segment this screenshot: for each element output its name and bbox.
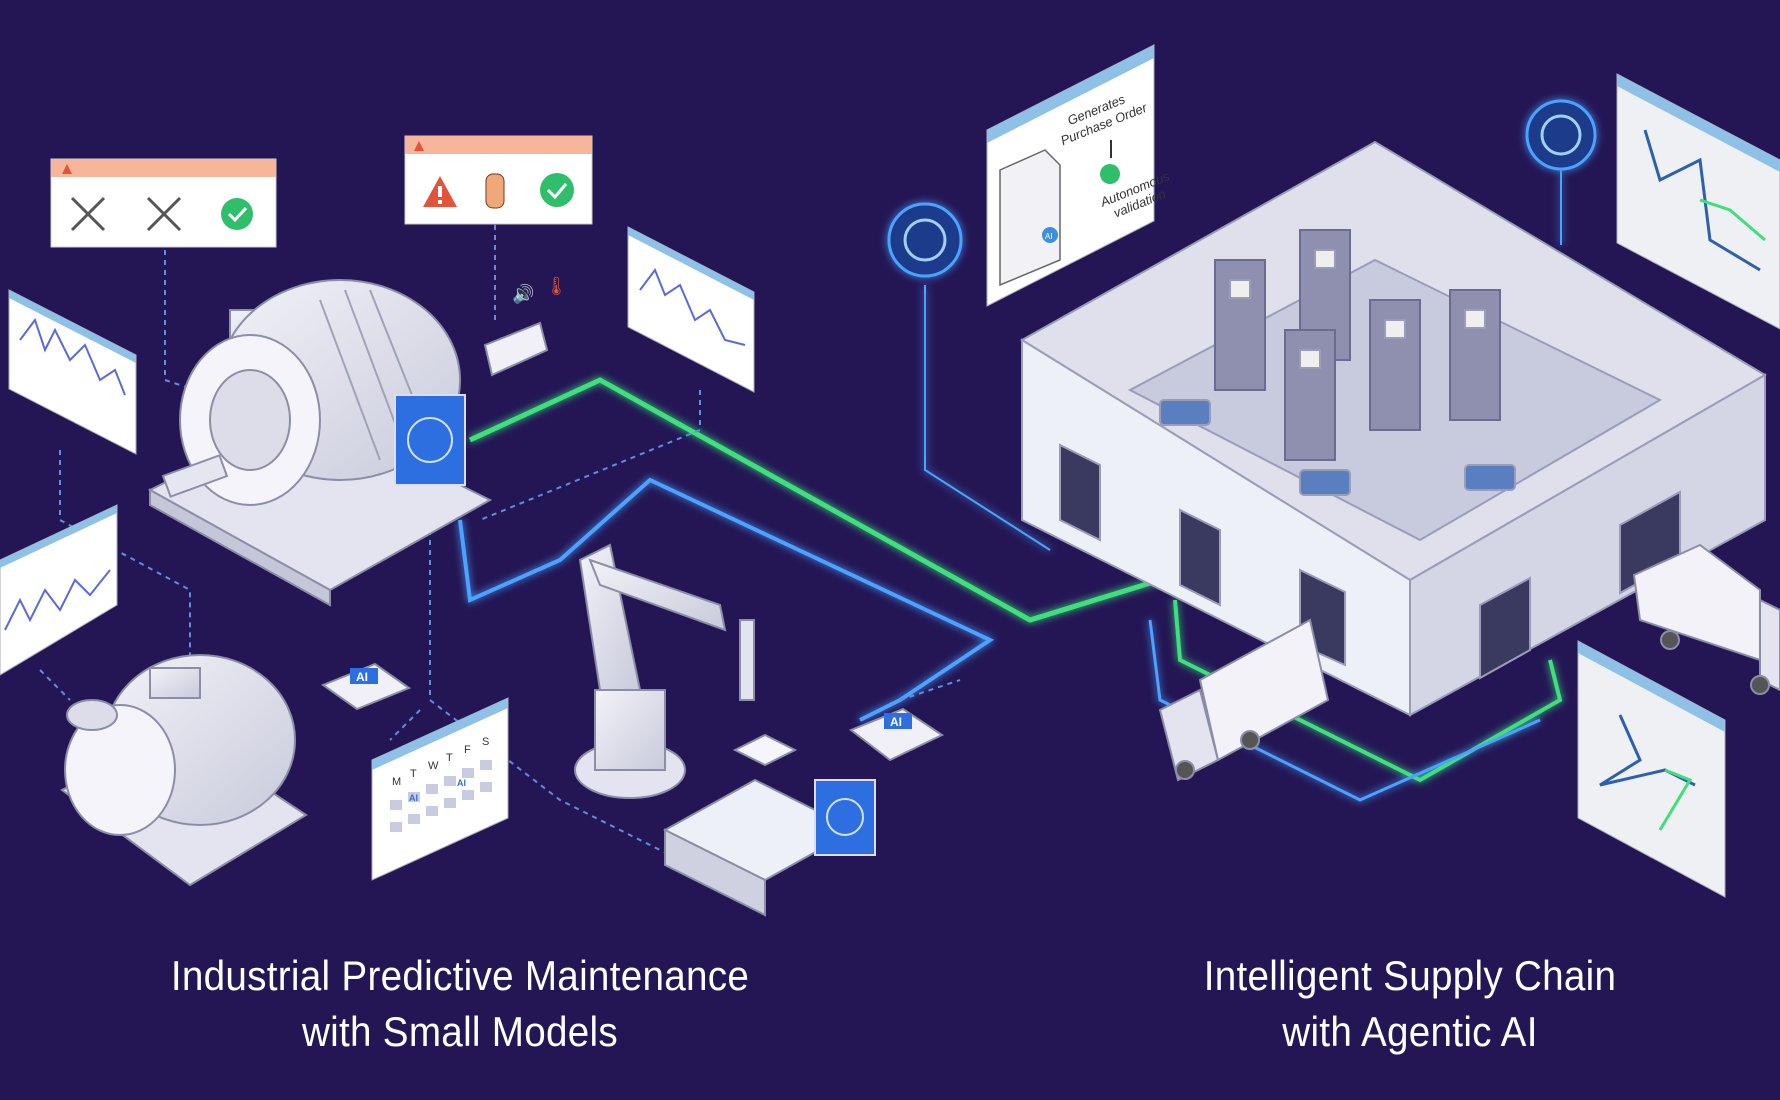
doc-ai-badge: AI [1045, 232, 1053, 241]
vibration-chart-panel [0, 504, 118, 676]
day-label: T [410, 768, 417, 780]
brain-icon [407, 417, 453, 463]
green-flow-line [468, 377, 1161, 623]
brain-icon [826, 798, 864, 836]
blue-flow-line [1148, 619, 1541, 802]
hand-stop-icon [485, 173, 505, 209]
wrench-icon [70, 196, 106, 232]
purchase-order-panel: AI Generates Purchase Order Autonomous v… [986, 44, 1172, 307]
robot-arm [574, 543, 876, 917]
warehouse [1020, 140, 1767, 717]
ai-brain-module [814, 779, 876, 856]
calendar-ai-mark: AI [409, 793, 418, 803]
delivery-truck [1632, 543, 1780, 695]
title-line: Industrial Predictive Maintenance [170, 952, 750, 999]
ai-brain-module [394, 394, 466, 486]
sensor-box: 🔊 🌡 [483, 276, 568, 377]
check-icon [221, 198, 253, 230]
day-label: W [428, 760, 439, 772]
route-map-panel [1616, 73, 1780, 330]
calendar-ai-mark: AI [457, 778, 466, 788]
ai-chip-label: AI [356, 670, 368, 684]
ai-brain-icon [887, 202, 963, 278]
pump-motor [60, 654, 308, 887]
blue-flow-line [458, 477, 995, 722]
electric-motor [147, 279, 493, 607]
vibration-chart-panel [8, 289, 137, 455]
section-title-predictive-maintenance: Industrial Predictive Maintenance with S… [55, 948, 865, 1060]
maintenance-calendar: M T W T F S AI AI [371, 697, 509, 881]
day-label: T [446, 752, 453, 764]
wrench-icon [146, 196, 182, 232]
blue-flow-line [924, 285, 1051, 551]
maintenance-alert-card [50, 158, 277, 248]
delivery-truck [1158, 618, 1330, 782]
thermometer-icon: 🌡 [545, 276, 568, 296]
vibration-chart-panel [627, 226, 755, 393]
ai-chip-label: AI [890, 715, 902, 729]
green-flow-line [1173, 599, 1563, 783]
day-label: S [482, 736, 489, 748]
document-icon [999, 149, 1061, 287]
ai-edge-device: AI [320, 662, 412, 711]
anomaly-alert-card [404, 135, 593, 225]
route-map-panel [1577, 640, 1726, 898]
section-title-supply-chain: Intelligent Supply Chain with Agentic AI [1033, 948, 1780, 1060]
speaker-icon: 🔊 [512, 283, 534, 305]
check-icon [1100, 164, 1120, 184]
check-icon [540, 173, 574, 207]
title-line: Intelligent Supply Chain [1203, 952, 1617, 999]
title-line: with Agentic AI [1282, 1008, 1538, 1055]
day-label: F [464, 744, 471, 756]
warning-icon [62, 164, 72, 174]
title-line: with Small Models [301, 1008, 619, 1055]
day-label: M [392, 776, 401, 788]
ai-brain-icon [1525, 99, 1597, 171]
ai-edge-device: AI [849, 707, 945, 762]
